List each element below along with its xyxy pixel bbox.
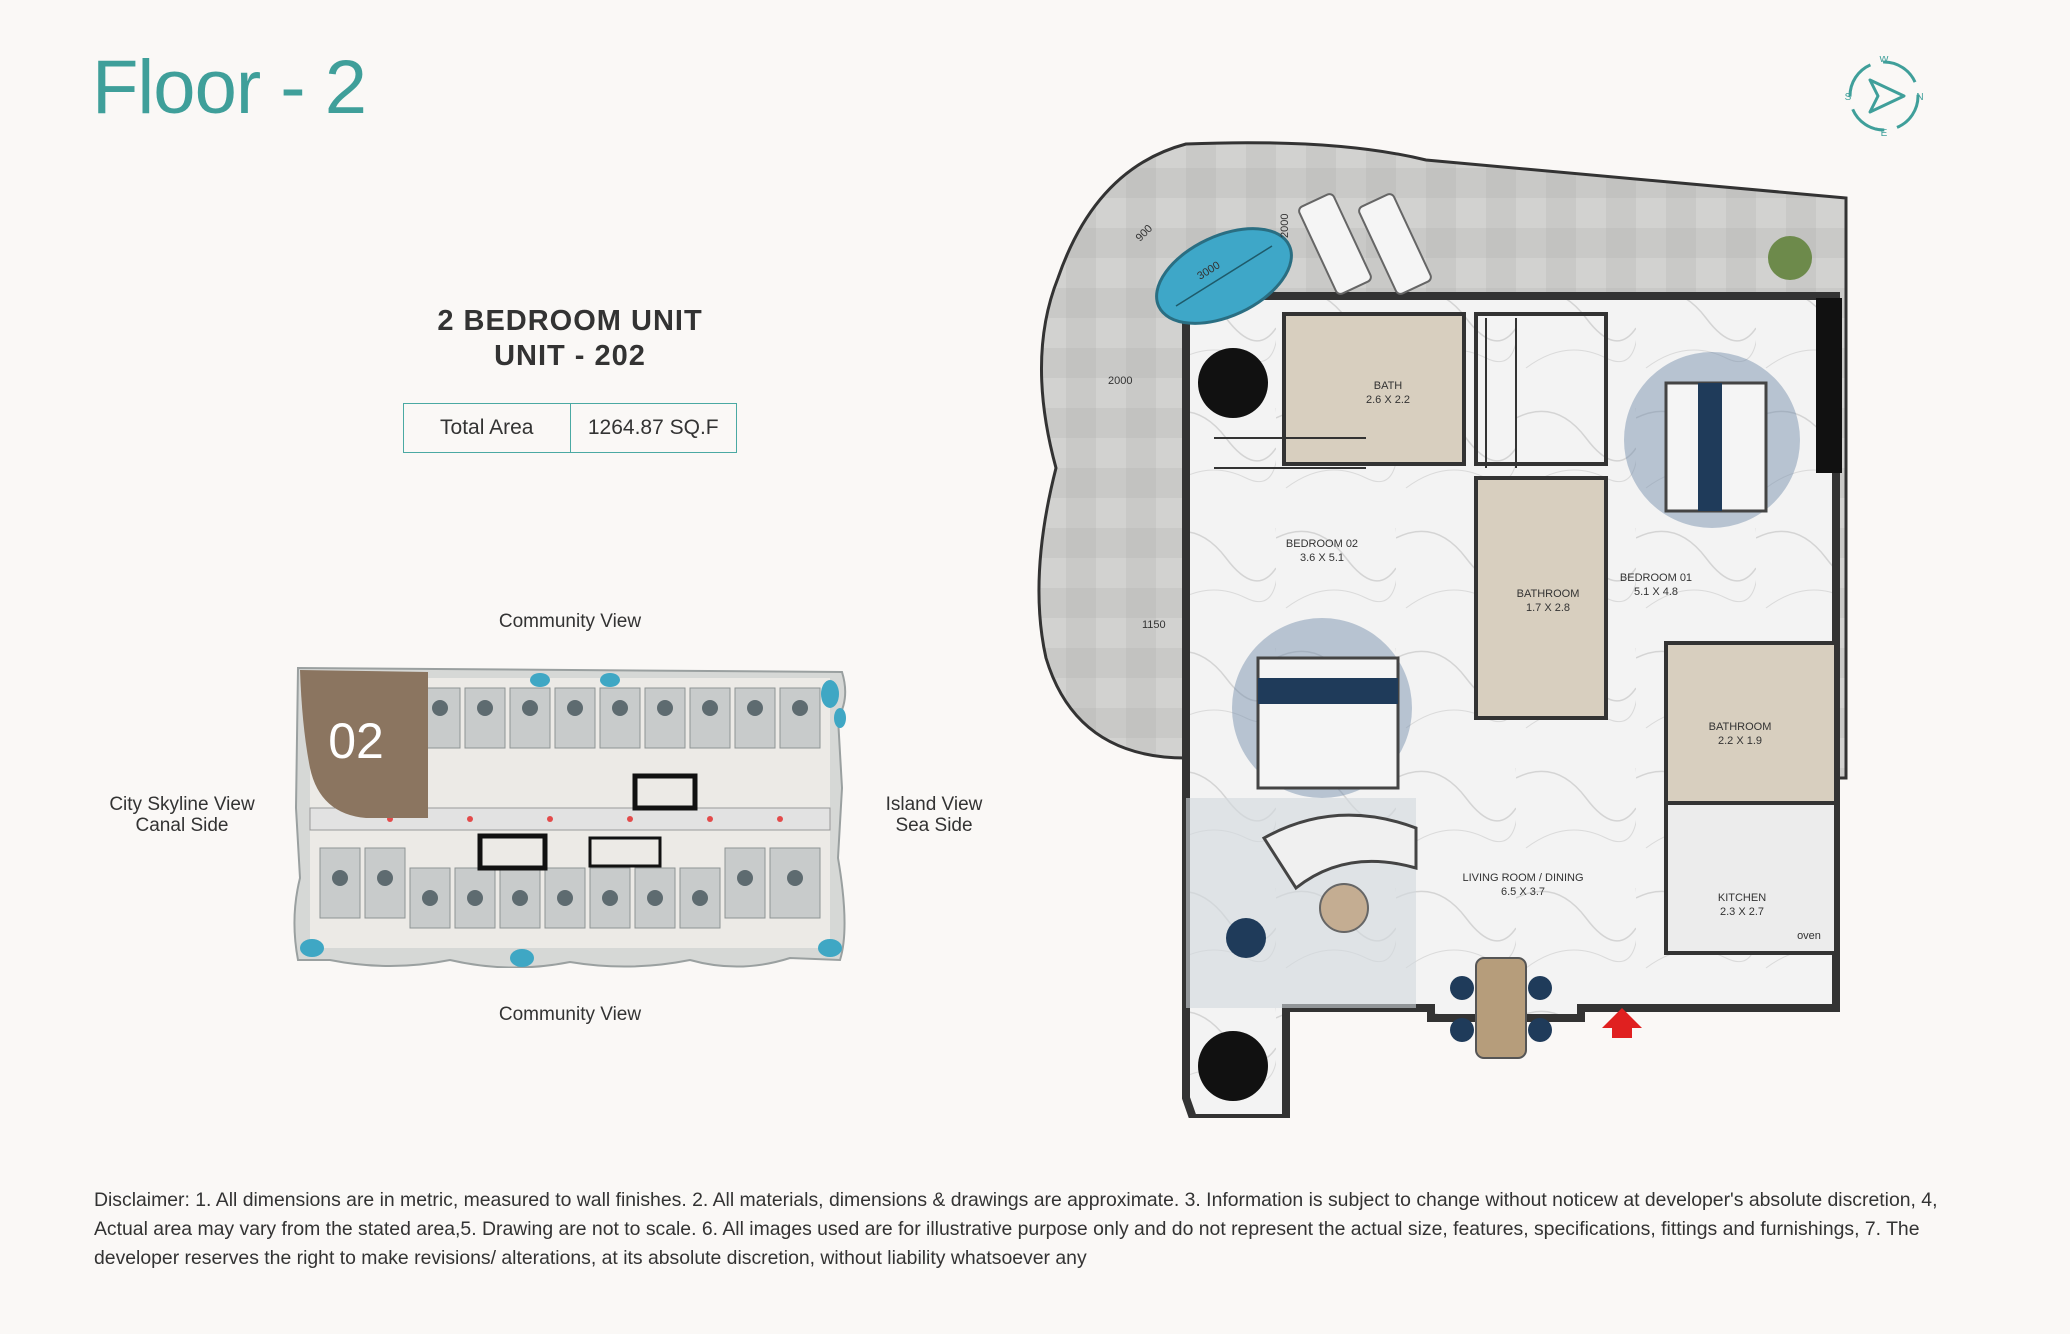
view-left-label: City Skyline View Canal Side (82, 794, 282, 836)
room-bedroom01-size: 5.1 X 4.8 (1634, 586, 1678, 598)
key-plan: 02 (293, 666, 847, 968)
room-living-name: LIVING ROOM / DINING (1462, 872, 1583, 884)
area-value: 1264.87 SQ.F (569, 404, 737, 452)
unit-02-marker: 02 (328, 713, 384, 769)
dimension-label: 2000 (1108, 375, 1132, 387)
view-right-line1: Island View (885, 794, 983, 815)
area-table: Total Area 1264.87 SQ.F (403, 403, 737, 453)
room-bath-size: 2.6 X 2.2 (1366, 394, 1410, 406)
view-right-line2: Sea Side (895, 815, 973, 836)
room-kitchen-size: 2.3 X 2.7 (1720, 906, 1764, 918)
floor-plan: 2000 2000 1150 900 3000 BATH 2.6 X 2.2 B… (1037, 141, 1848, 1118)
compass-icon: W N S E (1845, 56, 1924, 136)
dimension-label: 1150 (1142, 619, 1166, 631)
room-kitchen-name: KITCHEN (1718, 892, 1766, 904)
compass-w-label: W (1879, 56, 1889, 65)
unit-number: UNIT - 202 (494, 340, 646, 372)
view-right-label: Island View Sea Side (834, 794, 1034, 836)
unit-type: 2 BEDROOM UNIT (437, 305, 703, 337)
view-bottom-label: Community View (498, 1004, 642, 1025)
dimension-label: 2000 (1279, 214, 1291, 238)
area-label: Total Area (440, 416, 534, 439)
room-bathroom-name: BATHROOM (1517, 588, 1580, 600)
room-bathroom2-size: 2.2 X 1.9 (1718, 735, 1762, 747)
unit-heading: 2 BEDROOM UNIT UNIT - 202 (380, 304, 760, 374)
compass-n-label: N (1916, 92, 1923, 103)
room-bedroom02-name: BEDROOM 02 (1286, 538, 1358, 550)
view-left-line1: City Skyline View (109, 794, 255, 815)
view-left-line2: Canal Side (135, 815, 229, 836)
room-bathroom2-name: BATHROOM (1709, 721, 1772, 733)
disclaimer: Disclaimer: 1. All dimensions are in met… (94, 1189, 1938, 1269)
unit-02-highlight (300, 670, 428, 818)
room-bathroom-size: 1.7 X 2.8 (1526, 602, 1570, 614)
room-bath-name: BATH (1374, 380, 1403, 392)
floor-title: Floor - 2 (92, 45, 367, 130)
room-living-size: 6.5 X 3.7 (1501, 886, 1545, 898)
room-bedroom02-size: 3.6 X 5.1 (1300, 552, 1344, 564)
view-top-label: Community View (498, 611, 642, 632)
oven-label: oven (1797, 930, 1821, 942)
compass-s-label: S (1845, 92, 1852, 103)
room-bedroom01-name: BEDROOM 01 (1620, 572, 1692, 584)
compass-e-label: E (1881, 128, 1888, 136)
